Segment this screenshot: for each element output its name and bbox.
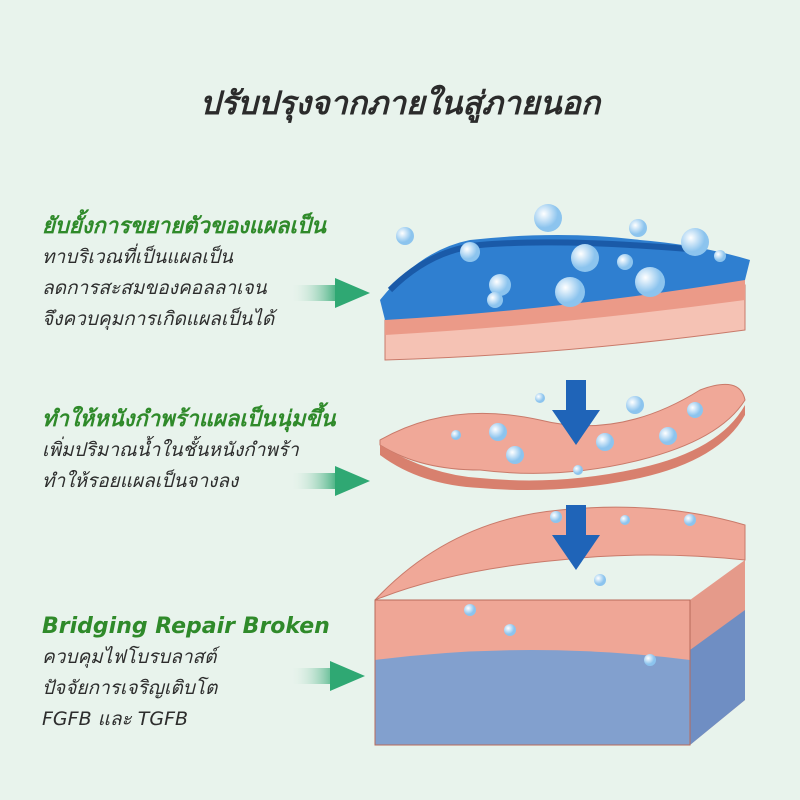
section-line: ทาบริเวณที่เป็นแผลเป็น — [42, 246, 233, 268]
section-line: ปัจจัยการเจริญเติบโต — [42, 677, 218, 699]
down-arrow-icon — [552, 380, 600, 570]
section-line: จึงควบคุมการเกิดแผลเป็นได้ — [42, 308, 275, 330]
section-line: ควบคุมไฟโบรบลาสต์ — [42, 646, 217, 668]
epidermis-layer — [379, 383, 746, 491]
section-soften-epidermis: ทำให้หนังกำพร้าแผลเป็นนุ่มขึ้น เพิ่มปริม… — [42, 405, 335, 497]
section-heading: Bridging Repair Broken — [42, 614, 330, 639]
page-title: ปรับปรุงจากภายในสู่ภายนอก — [199, 84, 601, 122]
section-line: ทำให้รอยแผลเป็นจางลง — [42, 470, 239, 492]
section-heading: ยับยั้งการขยายตัวของแผลเป็น — [42, 214, 326, 239]
section-line: เพิ่มปริมาณน้ำในชั้นหนังกำพร้า — [42, 439, 299, 461]
dermis-block — [374, 506, 746, 746]
section-line: FGFB และ TGFB — [42, 708, 189, 730]
section-bridging-repair: Bridging Repair Broken ควบคุมไฟโบรบลาสต์… — [42, 612, 330, 735]
section-heading: ทำให้หนังกำพร้าแผลเป็นนุ่มขึ้น — [42, 407, 336, 432]
section-line: ลดการสะสมของคอลลาเจน — [42, 277, 267, 299]
section-inhibit-scar: ยับยั้งการขยายตัวของแผลเป็น ทาบริเวณที่เ… — [42, 212, 326, 335]
water-bubbles — [396, 204, 726, 666]
right-arrow-icon — [290, 278, 370, 691]
